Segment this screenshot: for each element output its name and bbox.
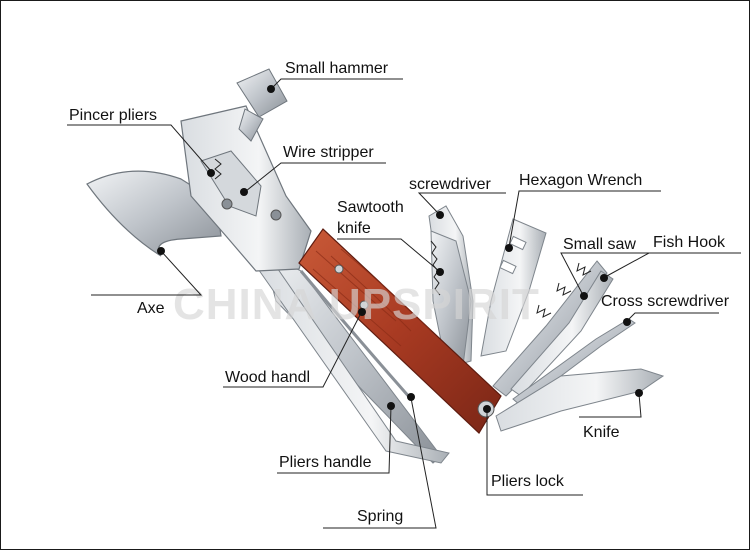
label-hexagon-wrench: Hexagon Wrench (519, 172, 642, 189)
axe-head (86, 105, 312, 272)
label-small-hammer: Small hammer (285, 60, 389, 77)
label-screwdriver: screwdriver (409, 176, 491, 193)
tool-illustration (86, 68, 665, 464)
label-cross-screwdriver: Cross screwdriver (601, 293, 730, 310)
label-fish-hook: Fish Hook (653, 234, 726, 251)
label-axe: Axe (137, 300, 165, 317)
label-sawtooth-knife-line2: knife (337, 220, 371, 237)
spring (299, 270, 413, 400)
blade-hexagon-wrench (480, 218, 547, 357)
leader-lines (67, 78, 741, 529)
watermark: CHINA UPSPIRIT (173, 280, 540, 329)
labels: Small hammer Pincer pliers Wire stripper… (69, 60, 730, 525)
blade-small-saw (492, 260, 608, 397)
label-spring: Spring (357, 508, 403, 525)
pincer-jaws (200, 150, 282, 221)
label-pliers-lock: Pliers lock (491, 473, 565, 490)
label-pliers-handle: Pliers handle (279, 454, 372, 471)
hammer-head (236, 68, 288, 142)
blade-knife (495, 368, 665, 432)
label-pincer-pliers: Pincer pliers (69, 107, 157, 124)
wood-handle (298, 228, 502, 434)
label-small-saw: Small saw (563, 236, 636, 253)
label-wire-stripper: Wire stripper (283, 144, 374, 161)
label-wood-handl: Wood handl (225, 369, 310, 386)
label-sawtooth-knife-line1: Sawtooth (337, 199, 404, 216)
label-knife: Knife (583, 424, 620, 441)
